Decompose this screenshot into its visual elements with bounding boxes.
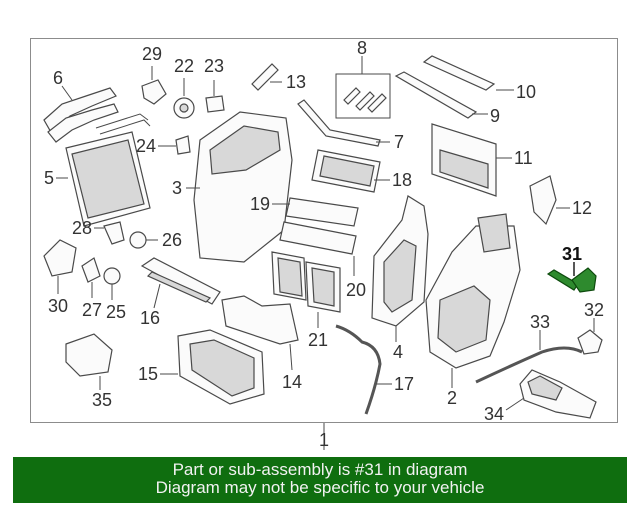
callout-34: 34: [484, 404, 504, 424]
part-3-drawing: [186, 111, 293, 263]
banner-line-1: Part or sub-assembly is #31 in diagram: [172, 460, 468, 479]
part-22-drawing: [173, 78, 195, 119]
part-4-drawing: [371, 195, 429, 342]
part-19-drawing: [272, 197, 359, 227]
part-35-drawing: [65, 333, 113, 390]
part-30-drawing: [43, 239, 77, 294]
callout-13: 13: [286, 72, 306, 92]
callout-11: 11: [514, 148, 533, 168]
callout-24: 24: [136, 136, 156, 156]
part-18-drawing: [311, 149, 390, 193]
callout-28: 28: [72, 218, 92, 238]
part-10-drawing: [422, 55, 514, 91]
callout-4: 4: [393, 342, 403, 362]
part-20-drawing: [279, 221, 357, 276]
callout-10: 10: [516, 82, 536, 102]
callout-26: 26: [162, 230, 182, 250]
part-9-drawing: [394, 71, 488, 119]
banner-line-2: Diagram may not be specific to your vehi…: [155, 478, 485, 497]
callout-5: 5: [44, 168, 54, 188]
part-13-drawing: [251, 63, 282, 91]
callout-21: 21: [308, 330, 328, 350]
callout-23: 23: [204, 56, 224, 76]
part-24-drawing: [158, 135, 191, 155]
part-12-drawing: [529, 175, 570, 226]
part-14-drawing: [221, 295, 299, 371]
part-26-drawing: [129, 231, 158, 249]
callout-35: 35: [92, 390, 112, 410]
callout-22: 22: [174, 56, 194, 76]
callout-33: 33: [530, 312, 550, 332]
callout-3: 3: [172, 178, 182, 198]
part-32-drawing: [577, 318, 603, 355]
part-11-drawing: [431, 123, 512, 197]
callout-6: 6: [53, 68, 63, 88]
callout-18: 18: [392, 170, 412, 190]
callout-9: 9: [490, 106, 500, 126]
part-15-drawing: [160, 329, 265, 405]
callout-20: 20: [346, 280, 366, 300]
part-31-highlighted[interactable]: [546, 262, 597, 293]
part-5-drawing: [56, 113, 151, 227]
callout-30: 30: [48, 296, 68, 316]
callout-16: 16: [140, 308, 160, 328]
callout-31[interactable]: 31: [562, 244, 582, 264]
part-6-drawing: [43, 85, 119, 143]
part-29-drawing: [141, 66, 167, 105]
callout-8: 8: [357, 38, 367, 58]
part-21-drawing: [271, 251, 341, 328]
part-8-drawing: [335, 56, 391, 119]
part-7-drawing: [297, 99, 390, 147]
part-27-drawing: [81, 257, 101, 298]
callout-17: 17: [394, 374, 414, 394]
callout-12: 12: [572, 198, 592, 218]
part-28-drawing: [94, 221, 125, 245]
info-banner: Part or sub-assembly is #31 in diagram D…: [13, 457, 627, 503]
part-17-drawing: [335, 324, 392, 415]
part-16-drawing: [140, 257, 221, 309]
callout-15: 15: [138, 364, 158, 384]
part-2-drawing: [425, 213, 521, 388]
callout-25: 25: [106, 302, 126, 322]
callout-32: 32: [584, 300, 604, 320]
part-23-drawing: [205, 80, 225, 113]
callout-29: 29: [142, 44, 162, 64]
part-33-drawing: [475, 330, 583, 384]
callout-1: 1: [319, 430, 329, 450]
part-34-drawing: [505, 369, 597, 419]
diagram-frame: [30, 38, 618, 423]
callout-14: 14: [282, 372, 302, 392]
callout-19: 19: [250, 194, 270, 214]
part-25-drawing: [103, 267, 121, 300]
callout-2: 2: [447, 388, 457, 408]
callout-27: 27: [82, 300, 102, 320]
callout-7: 7: [394, 132, 404, 152]
